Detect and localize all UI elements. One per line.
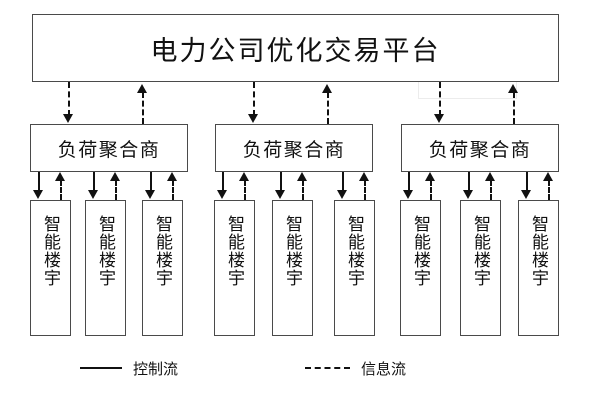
info-flow-up-line-3 [513, 92, 515, 124]
control-flow-down-arrow-7 [403, 190, 413, 199]
control-flow-down-line-3 [150, 172, 152, 192]
building-label-1: 智能楼宇 [41, 215, 61, 287]
building-label-3: 智能楼宇 [153, 215, 173, 287]
info-flow-up-line-b9 [548, 180, 550, 200]
info-flow-down-line-2 [253, 82, 255, 116]
info-flow-up-arrow-b8 [485, 172, 495, 181]
control-flow-down-line-9 [526, 172, 528, 192]
building-box-5: 智能楼宇 [272, 200, 313, 336]
control-flow-down-arrow-9 [521, 190, 531, 199]
aggregator-label-2: 负荷聚合商 [242, 139, 346, 161]
control-flow-down-arrow-6 [337, 190, 347, 199]
control-flow-down-arrow-8 [463, 190, 473, 199]
legend-control-flow-label: 控制流 [133, 360, 179, 378]
control-flow-down-line-8 [468, 172, 470, 192]
info-flow-down-line-1 [68, 82, 70, 116]
aggregator-label-3: 负荷聚合商 [428, 139, 532, 161]
building-box-7: 智能楼宇 [400, 200, 441, 336]
info-flow-up-line-b7 [430, 180, 432, 200]
control-flow-down-line-6 [342, 172, 344, 192]
platform-box: 电力公司优化交易平台 [32, 14, 559, 82]
info-flow-down-arrow-2 [248, 114, 258, 123]
info-flow-up-arrow-b2 [110, 172, 120, 181]
building-box-9: 智能楼宇 [518, 200, 559, 336]
legend-information-flow-label: 信息流 [361, 360, 407, 378]
info-flow-up-line-1 [142, 92, 144, 124]
info-flow-up-line-b8 [490, 180, 492, 200]
selection-artifact-rectangle [418, 80, 517, 99]
legend-control-flow-line [80, 367, 122, 369]
info-flow-down-arrow-3 [434, 114, 444, 123]
building-label-7: 智能楼宇 [411, 215, 431, 287]
control-flow-down-line-4 [222, 172, 224, 192]
building-label-4: 智能楼宇 [225, 215, 245, 287]
info-flow-up-arrow-3 [508, 84, 518, 93]
info-flow-up-line-b6 [364, 180, 366, 200]
control-flow-down-arrow-2 [88, 190, 98, 199]
info-flow-up-line-2 [327, 92, 329, 124]
control-flow-down-line-5 [280, 172, 282, 192]
control-flow-down-line-7 [408, 172, 410, 192]
building-box-6: 智能楼宇 [334, 200, 375, 336]
aggregator-label-1: 负荷聚合商 [57, 139, 161, 161]
info-flow-up-arrow-2 [322, 84, 332, 93]
control-flow-down-line-1 [38, 172, 40, 192]
info-flow-up-line-b2 [115, 180, 117, 200]
aggregator-box-3: 负荷聚合商 [401, 124, 559, 172]
info-flow-up-line-b1 [60, 180, 62, 200]
control-flow-down-line-2 [93, 172, 95, 192]
control-flow-down-arrow-1 [33, 190, 43, 199]
building-box-2: 智能楼宇 [85, 200, 126, 336]
info-flow-down-line-3 [439, 82, 441, 116]
control-flow-down-arrow-3 [145, 190, 155, 199]
info-flow-up-line-b4 [244, 180, 246, 200]
building-label-9: 智能楼宇 [529, 215, 549, 287]
info-flow-up-arrow-b3 [167, 172, 177, 181]
info-flow-down-arrow-1 [63, 114, 73, 123]
building-box-4: 智能楼宇 [214, 200, 255, 336]
control-flow-down-arrow-5 [275, 190, 285, 199]
control-flow-down-arrow-4 [217, 190, 227, 199]
info-flow-up-arrow-b5 [297, 172, 307, 181]
building-label-8: 智能楼宇 [471, 215, 491, 287]
building-label-5: 智能楼宇 [283, 215, 303, 287]
building-box-8: 智能楼宇 [460, 200, 501, 336]
legend-information-flow-line [305, 367, 350, 369]
info-flow-up-arrow-b4 [239, 172, 249, 181]
building-box-3: 智能楼宇 [142, 200, 183, 336]
platform-box-label: 电力公司优化交易平台 [150, 35, 441, 66]
info-flow-up-arrow-1 [137, 84, 147, 93]
info-flow-up-line-b5 [302, 180, 304, 200]
info-flow-up-line-b3 [172, 180, 174, 200]
info-flow-up-arrow-b1 [55, 172, 65, 181]
info-flow-up-arrow-b6 [359, 172, 369, 181]
building-label-2: 智能楼宇 [96, 215, 116, 287]
aggregator-box-2: 负荷聚合商 [215, 124, 373, 172]
info-flow-up-arrow-b7 [425, 172, 435, 181]
building-label-6: 智能楼宇 [345, 215, 365, 287]
info-flow-up-arrow-b9 [543, 172, 553, 181]
aggregator-box-1: 负荷聚合商 [30, 124, 188, 172]
building-box-1: 智能楼宇 [30, 200, 71, 336]
